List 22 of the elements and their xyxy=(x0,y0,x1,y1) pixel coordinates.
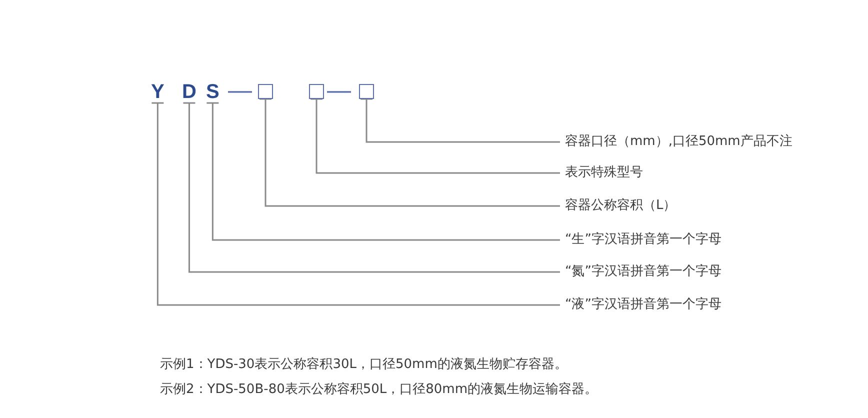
leader-line xyxy=(258,98,560,207)
code-letter: D xyxy=(182,81,196,103)
example-note: 示例2：YDS-50B-80表示公称容积50L，口径80mm的液氮生物运输容器。 xyxy=(160,382,598,398)
code-letter: S xyxy=(206,81,220,103)
leader-line xyxy=(360,98,560,143)
explanation-text: “生”字汉语拼音第一个字母 xyxy=(560,232,722,248)
explanation-text: 表示特殊型号 xyxy=(560,165,643,181)
explanation-text: 容器公称容积（L） xyxy=(560,198,676,214)
explanation-text: 容器口径（mm）,口径50mm产品不注 xyxy=(560,134,792,150)
example-note: 示例1：YDS-30表示公称容积30L，口径50mm的液氮生物贮存容器。 xyxy=(160,357,568,373)
explanation-text: “氮”字汉语拼音第一个字母 xyxy=(560,264,722,280)
leader-line xyxy=(310,98,560,174)
placeholder-square xyxy=(309,84,324,99)
separator-dash: — xyxy=(327,80,351,102)
placeholder-square xyxy=(258,84,273,99)
separator-dash: — xyxy=(228,80,252,102)
placeholder-square xyxy=(359,84,374,99)
leader-line xyxy=(182,102,560,273)
explanation-text: “液”字汉语拼音第一个字母 xyxy=(560,297,722,313)
code-letter: Y xyxy=(151,81,164,103)
leader-line xyxy=(206,102,560,241)
leader-line xyxy=(150,102,560,306)
